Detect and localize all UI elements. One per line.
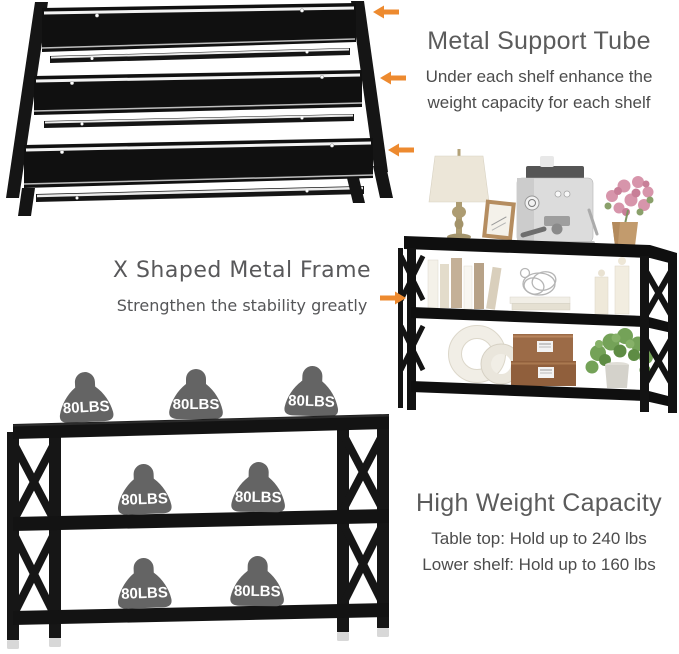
right-rail-foot (373, 166, 393, 198)
left-foot (18, 188, 35, 216)
weight-label: 80LBS (235, 489, 282, 507)
ring-vases (448, 325, 522, 385)
weight-label: 80LBS (173, 396, 220, 413)
support-tube-body-line2: weight capacity for each shelf (427, 93, 651, 112)
weight-80lbs: 80LBS (116, 463, 172, 515)
weight-capacity-annotation: High Weight Capacity Table top: Hold up … (404, 488, 674, 578)
weight-label: 80LBS (288, 392, 335, 411)
books-row (427, 258, 502, 310)
foot (337, 632, 349, 641)
right-rail (351, 1, 388, 174)
weight-capacity-body-line2: Lower shelf: Hold up to 160 lbs (422, 555, 656, 574)
middle-shelf (411, 307, 672, 333)
shelf-underside-illustration (6, 1, 393, 216)
flower-vase (604, 176, 654, 254)
arrow-left-icon (388, 143, 414, 157)
weight-capacity-illustration: 80LBS 80LBS 80LBS 80LBS 80LBS 80LB (7, 365, 390, 649)
x-frame-heading: X Shaped Metal Frame (112, 258, 372, 283)
left-rail (6, 2, 48, 198)
weight-label: 80LBS (234, 583, 281, 601)
weight-80lbs: 80LBS (57, 370, 114, 424)
bottom-shelf-board (23, 138, 374, 188)
book-stack-with-sculpture (509, 267, 571, 311)
left-rear-leg (398, 248, 403, 408)
weight-80lbs: 80LBS (116, 557, 172, 609)
weight-label: 80LBS (62, 398, 110, 417)
left-front-leg (407, 248, 416, 410)
espresso-machine (515, 156, 599, 248)
console-table-photo (398, 149, 677, 413)
arrow-right-icon (380, 291, 406, 305)
support-tube-body-line1: Under each shelf enhance the (425, 67, 653, 86)
arrow-left-icon (373, 5, 399, 19)
right-x-brace (640, 264, 677, 390)
table-lamp (428, 149, 490, 241)
candle-holders (594, 257, 630, 315)
x-braces (10, 432, 387, 616)
middle-shelf-board (33, 70, 363, 115)
weight-capacity-heading: High Weight Capacity (416, 489, 662, 517)
x-frame-body-line1: Strengthen the stability greatly (116, 296, 368, 315)
table-top (404, 236, 677, 265)
weight-label: 80LBS (121, 584, 168, 603)
x-frame-annotation: X Shaped Metal Frame Strengthen the stab… (92, 256, 392, 318)
arrow-left-icon (380, 71, 406, 85)
console-frame (7, 414, 390, 649)
right-foot (347, 178, 365, 203)
foot (49, 638, 61, 647)
picture-frame (482, 199, 516, 241)
weight-80lbs: 80LBS (169, 369, 223, 419)
weight-80lbs: 80LBS (230, 555, 285, 607)
weight-80lbs: 80LBS (284, 365, 340, 417)
top-shelf-board (41, 3, 356, 52)
foot (377, 628, 389, 637)
weight-80lbs: 80LBS (231, 461, 286, 513)
support-tube-heading: Metal Support Tube (427, 27, 651, 55)
support-tube-1 (50, 48, 350, 63)
support-tube-3 (36, 186, 364, 202)
foot (7, 640, 19, 649)
storage-boxes (511, 334, 576, 386)
support-tube-2 (44, 114, 354, 128)
weight-capacity-body-line1: Table top: Hold up to 240 lbs (431, 529, 647, 548)
bottom-shelf (411, 381, 672, 407)
weight-label: 80LBS (121, 490, 168, 509)
support-tube-annotation: Metal Support Tube Under each shelf enha… (408, 26, 670, 116)
